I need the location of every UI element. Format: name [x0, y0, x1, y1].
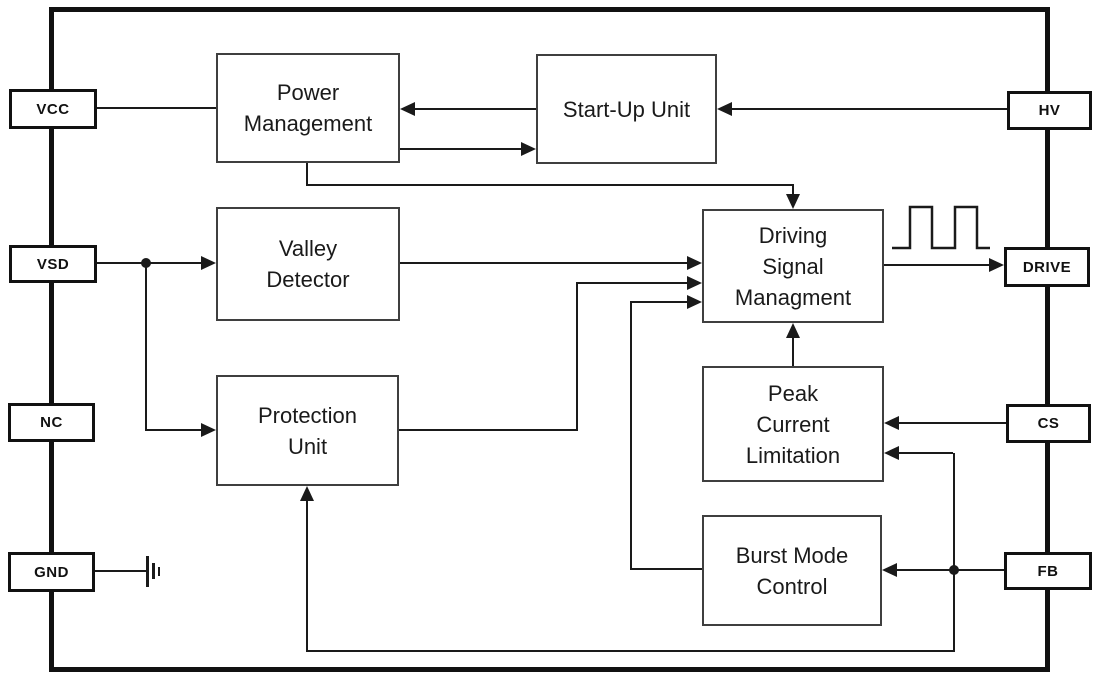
arrowhead-fb-into-pcl — [884, 446, 899, 460]
pin-nc: NC — [8, 403, 95, 442]
arrowhead-dsm-input-2 — [687, 276, 702, 290]
wire-pm-to-dsm-drop — [792, 184, 794, 195]
wire-vsd-branch-to-protection — [145, 429, 203, 431]
block-burst-mode-control: Burst Mode Control — [702, 515, 882, 626]
wire-vsd-branch-down — [145, 263, 147, 431]
wire-fb-branch-to-pcl — [896, 452, 953, 454]
arrowhead-into-protection-bottom — [300, 486, 314, 501]
pin-label: NC — [40, 414, 63, 431]
pin-drive: DRIVE — [1004, 247, 1090, 287]
wire-burst-out-horizontal — [631, 568, 702, 570]
block-peak-current-limitation: Peak Current Limitation — [702, 366, 884, 482]
arrowhead-into-protection-unit — [201, 423, 216, 437]
arrowhead-into-dsm-bottom — [786, 323, 800, 338]
pin-vsd: VSD — [9, 245, 97, 283]
arrowhead-cs-into-pcl — [884, 416, 899, 430]
wire-gnd-to-ground — [95, 570, 147, 572]
block-driving-signal-management: Driving Signal Managment — [702, 209, 884, 323]
wire-hv-to-startup — [730, 108, 1007, 110]
square-wave-icon — [892, 205, 990, 250]
pin-hv: HV — [1007, 91, 1092, 130]
wire-burst-to-dsm — [630, 301, 688, 303]
pin-cs: CS — [1006, 404, 1091, 443]
pin-label: CS — [1037, 415, 1060, 432]
wire-cs-to-pcl — [897, 422, 1006, 424]
wire-valley-detector-to-dsm — [400, 262, 688, 264]
wire-pm-to-dsm-horizontal — [306, 184, 794, 186]
block-label: Power Management — [243, 80, 373, 136]
wire-startup-to-power-management — [413, 108, 536, 110]
block-valley-detector: Valley Detector — [216, 207, 400, 321]
block-label: Valley Detector — [266, 236, 350, 292]
wire-feedback-bottom — [306, 650, 955, 652]
pin-label: VCC — [36, 100, 70, 118]
wire-vcc-to-power-management — [97, 107, 216, 109]
wire-protection-out-horizontal — [399, 429, 578, 431]
arrowhead-dsm-input-1 — [687, 256, 702, 270]
pin-vcc: VCC — [9, 89, 97, 129]
pin-label: DRIVE — [1022, 258, 1072, 276]
pin-label: FB — [1037, 562, 1059, 580]
pin-label: HV — [1038, 102, 1061, 119]
wire-dsm-to-drive — [884, 264, 989, 266]
block-protection-unit: Protection Unit — [216, 375, 399, 486]
block-label: Burst Mode Control — [735, 542, 849, 599]
wire-power-management-to-startup — [400, 148, 523, 150]
wire-pcl-to-dsm — [792, 336, 794, 366]
wire-protection-out-rise — [576, 283, 578, 431]
pin-label: VSD — [36, 255, 70, 273]
arrowhead-into-drive — [989, 258, 1004, 272]
wire-feedback-rise — [306, 499, 308, 652]
arrowhead-into-startup-unit — [521, 142, 536, 156]
chip-boundary-border — [49, 7, 1050, 672]
block-label: Protection Unit — [257, 402, 358, 459]
arrowhead-into-dsm-top — [786, 194, 800, 209]
wire-burst-out-rise — [630, 301, 632, 570]
block-startup-unit: Start-Up Unit — [536, 54, 717, 164]
arrowhead-dsm-input-3 — [687, 295, 702, 309]
block-power-management: Power Management — [216, 53, 400, 163]
arrowhead-fb-into-burst — [882, 563, 897, 577]
arrowhead-into-valley-detector — [201, 256, 216, 270]
arrowhead-into-power-management — [400, 102, 415, 116]
pin-fb: FB — [1004, 552, 1092, 590]
wire-pm-drop — [306, 162, 308, 186]
wire-fb-branch-vertical — [953, 453, 955, 652]
arrowhead-hv-into-startup — [717, 102, 732, 116]
wire-protection-to-dsm — [576, 282, 688, 284]
block-label: Start-Up Unit — [562, 96, 691, 122]
block-label: Driving Signal Managment — [734, 222, 852, 310]
pin-gnd: GND — [8, 552, 95, 592]
pin-label: GND — [34, 563, 69, 581]
block-label: Peak Current Limitation — [745, 380, 841, 468]
